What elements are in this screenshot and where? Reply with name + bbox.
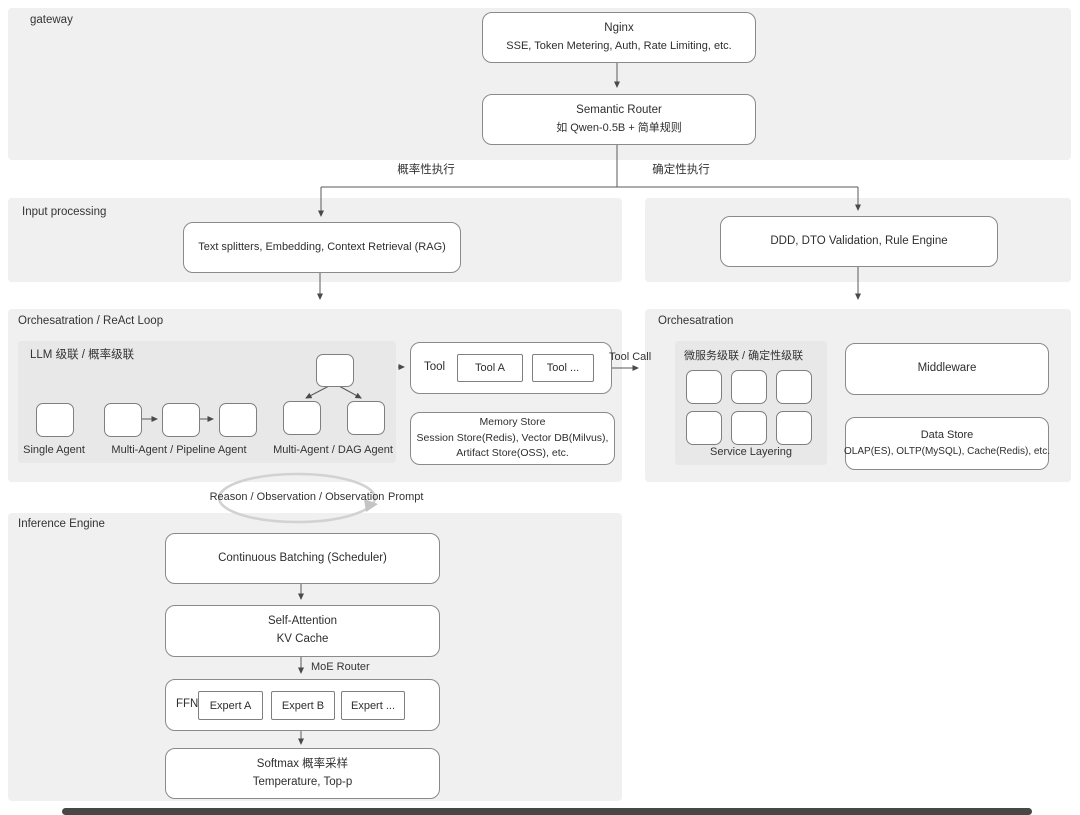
softmax-line1: Softmax 概率采样 bbox=[256, 757, 349, 770]
validation-box: DDD, DTO Validation, Rule Engine bbox=[720, 216, 998, 267]
semantic-router-subtitle: 如 Qwen-0.5B + 简单规则 bbox=[556, 121, 682, 134]
pipeline-agent-caption: Multi-Agent / Pipeline Agent bbox=[111, 444, 247, 456]
single-agent-caption: Single Agent bbox=[23, 444, 85, 456]
service-node-6 bbox=[776, 411, 812, 445]
self-attention-line2: KV Cache bbox=[276, 633, 329, 645]
ffn-box-label: FFN bbox=[176, 698, 199, 710]
orchestration-left-label: Orchesatration / ReAct Loop bbox=[18, 315, 164, 327]
validation-box-text: DDD, DTO Validation, Rule Engine bbox=[770, 234, 948, 247]
service-layering-caption: Service Layering bbox=[710, 446, 792, 458]
data-store-subtitle: OLAP(ES), OLTP(MySQL), Cache(Redis), etc… bbox=[844, 446, 1050, 458]
expert-a-chip: Expert A bbox=[198, 691, 263, 720]
react-loop-text: Reason / Observation / Observation bbox=[209, 491, 385, 503]
orchestration-right-label: Orchesatration bbox=[658, 315, 734, 327]
branch-probabilistic-label: 概率性执行 bbox=[397, 164, 455, 176]
self-attention-line1: Self-Attention bbox=[267, 615, 338, 628]
continuous-batching-box: Continuous Batching (Scheduler) bbox=[165, 533, 440, 584]
nginx-subtitle: SSE, Token Metering, Auth, Rate Limiting… bbox=[506, 39, 732, 52]
softmax-box: Softmax 概率采样 Temperature, Top-p bbox=[165, 748, 440, 799]
dag-agent-root-node bbox=[316, 354, 354, 387]
llm-cascade-label: LLM 级联 / 概率级联 bbox=[30, 349, 135, 361]
branch-deterministic-label: 确定性执行 bbox=[652, 164, 710, 176]
memory-store-line2: Session Store(Redis), Vector DB(Milvus), bbox=[416, 431, 609, 444]
pipeline-agent-node-2 bbox=[162, 403, 200, 437]
pipeline-agent-node-3 bbox=[219, 403, 257, 437]
window-bottom-edge bbox=[62, 808, 1032, 815]
service-node-4 bbox=[686, 411, 722, 445]
rag-box-text: Text splitters, Embedding, Context Retri… bbox=[198, 240, 446, 253]
tool-box-label: Tool bbox=[424, 361, 446, 373]
expert-more-chip: Expert ... bbox=[341, 691, 405, 720]
nginx-box: Nginx SSE, Token Metering, Auth, Rate Li… bbox=[482, 12, 756, 63]
single-agent-node bbox=[36, 403, 74, 437]
data-store-title: Data Store bbox=[920, 429, 974, 442]
expert-b-chip: Expert B bbox=[271, 691, 335, 720]
dag-agent-child-node-2 bbox=[347, 401, 385, 435]
dag-agent-child-node-1 bbox=[283, 401, 321, 435]
moe-router-label: MoE Router bbox=[311, 661, 370, 673]
semantic-router-title: Semantic Router bbox=[576, 104, 662, 117]
memory-store-title: Memory Store bbox=[479, 415, 546, 428]
middleware-box: Middleware bbox=[845, 343, 1049, 395]
tool-a-chip: Tool A bbox=[457, 354, 523, 382]
tool-call-label: Tool Call bbox=[609, 351, 652, 363]
middleware-box-text: Middleware bbox=[917, 362, 977, 375]
service-node-2 bbox=[731, 370, 767, 404]
nginx-title: Nginx bbox=[604, 22, 634, 35]
pipeline-agent-node-1 bbox=[104, 403, 142, 437]
service-node-3 bbox=[776, 370, 812, 404]
input-processing-label: Input processing bbox=[22, 206, 107, 218]
memory-store-box: Memory Store Session Store(Redis), Vecto… bbox=[410, 412, 615, 465]
inference-engine-label: Inference Engine bbox=[18, 518, 105, 530]
service-cascade-label: 微服务级联 / 确定性级联 bbox=[684, 350, 804, 362]
service-node-1 bbox=[686, 370, 722, 404]
data-store-box: Data Store OLAP(ES), OLTP(MySQL), Cache(… bbox=[844, 417, 1050, 470]
self-attention-box: Self-Attention KV Cache bbox=[165, 605, 440, 657]
dag-agent-caption: Multi-Agent / DAG Agent bbox=[273, 444, 393, 456]
gateway-label: gateway bbox=[30, 14, 73, 26]
prompt-label: Prompt bbox=[388, 491, 424, 503]
tool-more-chip: Tool ... bbox=[532, 354, 594, 382]
semantic-router-box: Semantic Router 如 Qwen-0.5B + 简单规则 bbox=[482, 94, 756, 145]
service-node-5 bbox=[731, 411, 767, 445]
continuous-batching-text: Continuous Batching (Scheduler) bbox=[218, 551, 387, 564]
rag-box: Text splitters, Embedding, Context Retri… bbox=[183, 222, 461, 273]
softmax-line2: Temperature, Top-p bbox=[252, 775, 353, 788]
memory-store-line3: Artifact Store(OSS), etc. bbox=[456, 447, 569, 460]
